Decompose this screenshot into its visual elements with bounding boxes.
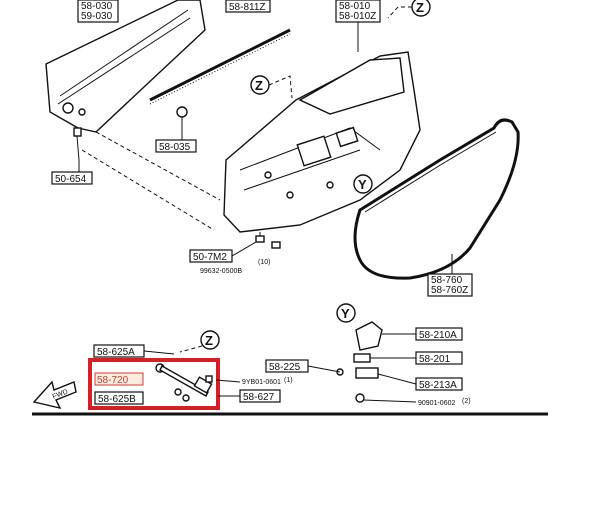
svg-text:99632-0500B: 99632-0500B: [200, 268, 242, 275]
part-label-90901-0602: 90901-0602 (2): [363, 398, 471, 407]
svg-text:(1): (1): [284, 377, 293, 384]
part-label-58-811z: 58-811Z: [225, 0, 271, 13]
svg-text:58-213A: 58-213A: [419, 380, 457, 391]
svg-text:58-210A: 58-210A: [419, 330, 457, 341]
part-label-58-213a: 58-213A: [377, 373, 463, 391]
part-label-58-035: 58-035: [155, 130, 197, 153]
svg-text:58-625B: 58-625B: [98, 394, 136, 405]
svg-text:50-654: 50-654: [55, 174, 87, 185]
part-label-9yb01-0601: 9YB01-0601 (1): [215, 377, 293, 386]
callout-z-icon: Z: [250, 75, 293, 99]
svg-text:58-720: 58-720: [97, 375, 129, 386]
part-label-58-010: 58-010 58-010Z: [335, 0, 381, 52]
part-label-58-201: 58-201: [370, 351, 463, 365]
svg-text:58-030: 58-030: [81, 1, 113, 12]
svg-text:58-225: 58-225: [269, 362, 301, 373]
part-label-58-210a: 58-210A: [382, 327, 463, 341]
svg-text:58-760: 58-760: [431, 275, 463, 286]
leader-dashed: [95, 131, 221, 201]
check-rod-icon: [155, 363, 213, 402]
part-label-58-760: 58-760 58-760Z: [427, 254, 473, 297]
part-label-58-030: 58-030 59-030: [77, 0, 119, 23]
svg-text:Y: Y: [341, 306, 350, 321]
svg-text:59-030: 59-030: [81, 11, 113, 22]
bolt-icon: [255, 232, 281, 249]
svg-text:58-760Z: 58-760Z: [431, 285, 468, 296]
callout-z-icon: Z: [179, 330, 220, 353]
leader-dashed: [81, 149, 215, 231]
svg-text:Z: Z: [255, 78, 263, 93]
svg-text:58-010: 58-010: [339, 1, 371, 12]
clip-icon: [176, 106, 188, 130]
svg-text:50-7M2: 50-7M2: [193, 252, 227, 263]
svg-text:58-010Z: 58-010Z: [339, 11, 376, 22]
selection-highlight: [88, 358, 220, 410]
svg-text:58-811Z: 58-811Z: [229, 2, 266, 13]
forward-arrow-icon: FWD: [32, 380, 77, 410]
screw-icon: [73, 127, 82, 161]
door-trim-panel: [45, 0, 206, 133]
svg-text:58-627: 58-627: [243, 392, 275, 403]
svg-text:58-035: 58-035: [159, 142, 191, 153]
svg-text:90901-0602: 90901-0602: [418, 400, 455, 407]
part-label-58-625a: 58-625A: [93, 344, 175, 358]
callout-z-icon: Z: [387, 0, 431, 19]
svg-text:Z: Z: [205, 333, 213, 348]
part-label-58-627: 58-627: [218, 389, 281, 403]
weatherstrip-upper: [149, 28, 291, 105]
part-label-50-654: 50-654: [51, 160, 93, 185]
callout-y-icon: Y: [353, 174, 373, 194]
door-weatherstrip: [353, 118, 520, 280]
part-label-58-225: 58-225: [265, 359, 341, 373]
svg-text:58-625A: 58-625A: [97, 347, 135, 358]
part-label-58-625b: 58-625B: [94, 391, 144, 405]
svg-text:Y: Y: [358, 177, 367, 192]
svg-text:Z: Z: [416, 0, 424, 15]
svg-text:(10): (10): [258, 259, 270, 266]
svg-text:9YB01-0601: 9YB01-0601: [242, 379, 281, 386]
part-label-50-7m2: 50-7M2 (10) 99632-0500B: [189, 241, 270, 275]
part-label-58-720: 58-720: [94, 372, 144, 386]
svg-text:(2): (2): [462, 398, 471, 405]
callout-y-icon: Y: [336, 303, 356, 323]
striker-icon: [336, 321, 383, 403]
svg-text:58-201: 58-201: [419, 354, 451, 365]
